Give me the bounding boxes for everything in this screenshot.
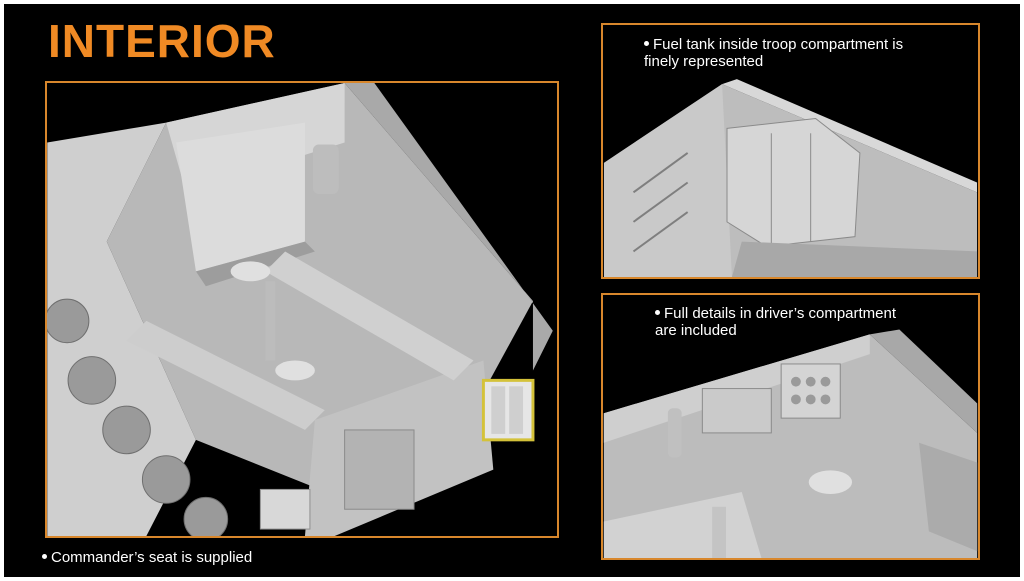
interior-render-drivers-compartment <box>603 295 978 558</box>
page-title: INTERIOR <box>48 15 276 67</box>
bullet-icon <box>42 553 47 559</box>
product-sheet: INTERIOR <box>4 4 1020 577</box>
caption-drivers-compartment: Full details in driver’s compartment are… <box>655 305 897 339</box>
drivers-compartment-image <box>601 293 980 560</box>
bullet-icon <box>655 309 660 315</box>
fuel-tank-image <box>601 23 980 279</box>
main-interior-image <box>45 81 559 538</box>
interior-render-main <box>47 83 557 536</box>
caption-fuel-tank: Fuel tank inside troop compartment is fi… <box>644 36 904 70</box>
caption-commander-seat: Commander’s seat is supplied <box>42 549 252 566</box>
bullet-icon <box>644 40 649 46</box>
interior-render-fuel-tank <box>603 25 978 277</box>
